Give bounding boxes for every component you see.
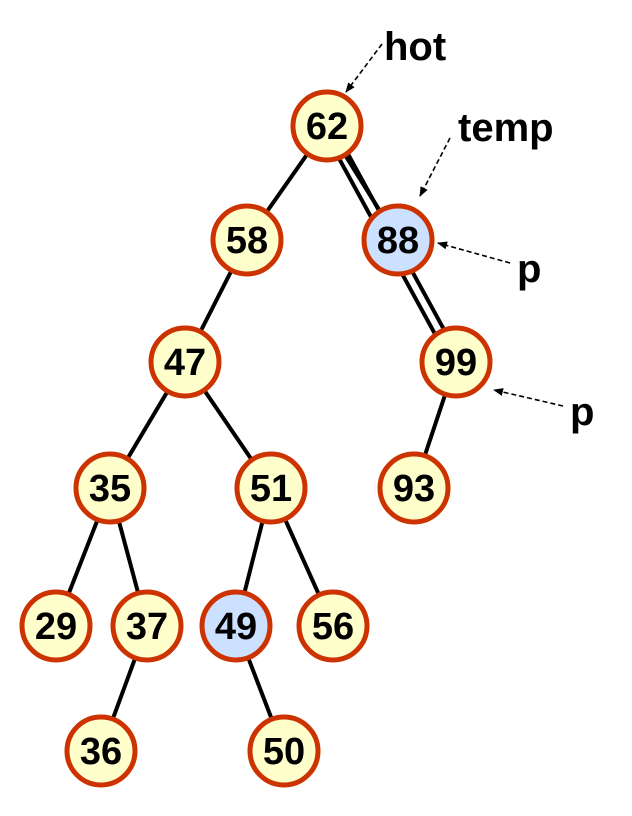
node-circle bbox=[19, 589, 93, 663]
tree-node-37: 37 bbox=[110, 589, 184, 663]
nodes-layer: 62 58 88 47 99 35 51 93 29 37 49 56 36 50 bbox=[19, 89, 493, 788]
node-circle bbox=[199, 589, 273, 663]
tree-node-51: 51 bbox=[234, 451, 308, 525]
tree-node-29: 29 bbox=[19, 589, 93, 663]
pointer-label: p bbox=[517, 247, 541, 291]
node-value: 35 bbox=[89, 468, 131, 510]
node-circle bbox=[247, 714, 321, 788]
node-value: 37 bbox=[126, 606, 168, 648]
tree-node-62: 62 bbox=[290, 89, 364, 163]
node-value: 93 bbox=[393, 468, 435, 510]
node-value: 49 bbox=[215, 606, 257, 648]
tree-node-88: 88 bbox=[361, 203, 435, 277]
tree-node-56: 56 bbox=[296, 589, 370, 663]
pointer-hot: hot bbox=[345, 25, 446, 93]
node-circle bbox=[419, 325, 493, 399]
pointer-p2: p bbox=[493, 388, 594, 434]
node-circle bbox=[64, 714, 138, 788]
node-value: 51 bbox=[250, 468, 292, 510]
pointer-label: hot bbox=[384, 25, 446, 69]
tree-node-47: 47 bbox=[148, 325, 222, 399]
node-circle bbox=[361, 203, 435, 277]
tree-node-49: 49 bbox=[199, 589, 273, 663]
node-value: 58 bbox=[226, 220, 268, 262]
pointer-temp: temp bbox=[419, 106, 554, 197]
node-value: 56 bbox=[312, 606, 354, 648]
dashed-arrow-icon bbox=[419, 137, 451, 197]
tree-node-35: 35 bbox=[73, 451, 147, 525]
node-value: 99 bbox=[435, 342, 477, 384]
node-value: 36 bbox=[80, 731, 122, 773]
node-circle bbox=[210, 203, 284, 277]
node-value: 47 bbox=[164, 342, 206, 384]
node-circle bbox=[73, 451, 147, 525]
tree-node-58: 58 bbox=[210, 203, 284, 277]
pointer-label: p bbox=[570, 390, 594, 434]
tree-node-93: 93 bbox=[377, 451, 451, 525]
node-value: 62 bbox=[306, 106, 348, 148]
tree-node-99: 99 bbox=[419, 325, 493, 399]
dashed-arrow-icon bbox=[437, 241, 511, 264]
node-circle bbox=[296, 589, 370, 663]
node-value: 29 bbox=[35, 606, 77, 648]
node-circle bbox=[234, 451, 308, 525]
node-value: 50 bbox=[263, 731, 305, 773]
pointer-p1: p bbox=[437, 241, 541, 291]
node-circle bbox=[290, 89, 364, 163]
dashed-arrow-icon bbox=[493, 388, 564, 407]
node-value: 88 bbox=[377, 220, 419, 262]
tree-node-50: 50 bbox=[247, 714, 321, 788]
dashed-arrow-icon bbox=[345, 43, 383, 93]
pointer-label: temp bbox=[458, 106, 554, 150]
node-circle bbox=[377, 451, 451, 525]
node-circle bbox=[110, 589, 184, 663]
tree-node-36: 36 bbox=[64, 714, 138, 788]
node-circle bbox=[148, 325, 222, 399]
